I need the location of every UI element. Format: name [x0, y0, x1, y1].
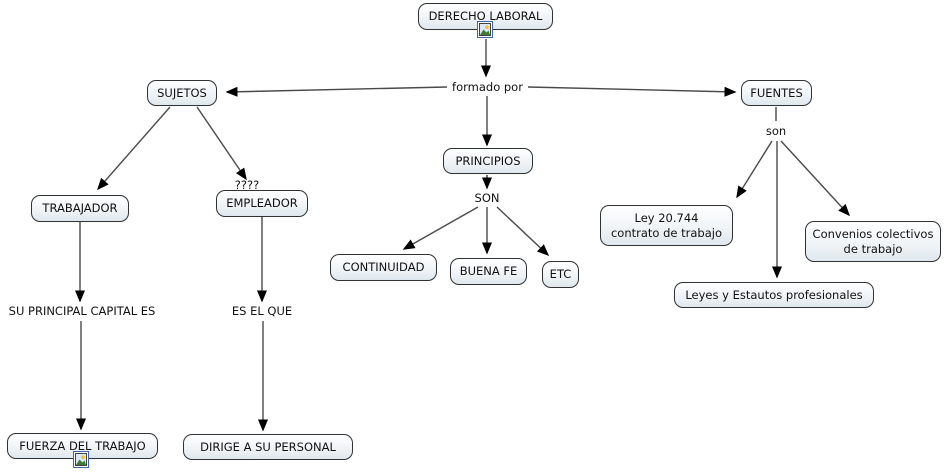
node-fuentes[interactable]: FUENTES	[741, 80, 812, 106]
node-convenios-line1: Convenios colectivos	[812, 226, 934, 241]
connector-sujetos-empleador[interactable]	[196, 106, 247, 181]
node-convenios[interactable]: Convenios colectivos de trabajo	[805, 221, 941, 262]
link-phrase-son-fuentes[interactable]: son	[765, 124, 787, 138]
node-convenios-line2: de trabajo	[843, 241, 903, 256]
connector-son-convenios[interactable]	[780, 140, 851, 217]
link-phrase-son-principios[interactable]: SON	[474, 191, 500, 205]
connector-formadopor-fuentes[interactable]	[527, 86, 737, 97]
node-principios[interactable]: PRINCIPIOS	[443, 148, 533, 174]
node-dirige-personal[interactable]: DIRIGE A SU PERSONAL	[183, 434, 353, 460]
node-sujetos[interactable]: SUJETOS	[147, 80, 217, 106]
image-resource-icon[interactable]	[73, 451, 89, 468]
node-empleador[interactable]: EMPLEADOR	[216, 190, 308, 217]
connector-son-continuidad[interactable]	[402, 206, 479, 250]
connector-formadopor-sujetos[interactable]	[225, 86, 448, 97]
link-phrase-es-el-que[interactable]: ES EL QUE	[231, 304, 293, 318]
connector-son-ley20744[interactable]	[736, 140, 773, 199]
image-resource-icon[interactable]	[477, 21, 493, 38]
node-etc[interactable]: ETC	[542, 261, 579, 288]
link-phrase-question-marks[interactable]: ????	[234, 178, 260, 192]
node-leyes-estautos[interactable]: Leyes y Estautos profesionales	[674, 282, 874, 308]
node-ley-20744[interactable]: Ley 20.744 contrato de trabajo	[600, 205, 733, 246]
node-ley-20744-line2: contrato de trabajo	[610, 225, 723, 240]
link-phrase-formado-por[interactable]: formado por	[452, 80, 523, 94]
node-continuidad[interactable]: CONTINUIDAD	[330, 254, 437, 281]
node-ley-20744-line1: Ley 20.744	[634, 210, 699, 225]
connector-sujetos-trabajador[interactable]	[97, 106, 171, 191]
link-phrase-su-principal-capital[interactable]: SU PRINCIPAL CAPITAL ES	[8, 304, 156, 318]
connector-son-etc[interactable]	[496, 206, 550, 257]
node-buena-fe[interactable]: BUENA FE	[450, 258, 527, 285]
node-trabajador[interactable]: TRABAJADOR	[31, 195, 129, 222]
